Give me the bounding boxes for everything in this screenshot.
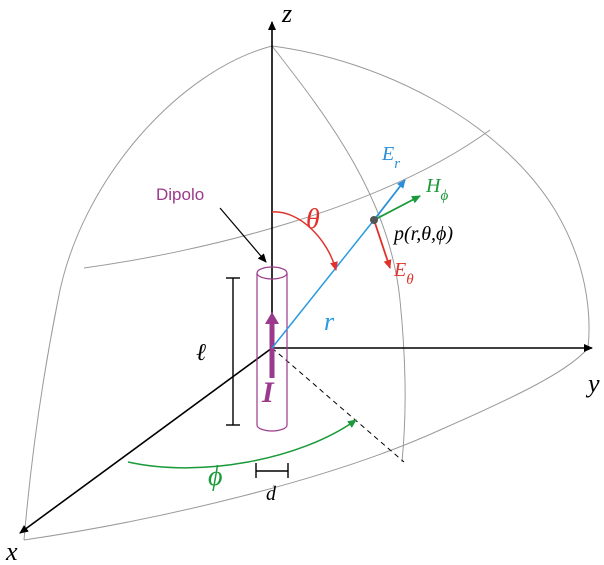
dipole-label: Dipolo <box>156 185 204 204</box>
sphere-wireframe <box>23 45 590 541</box>
diameter-label: d <box>266 483 277 505</box>
sphere-front-edge <box>23 347 589 541</box>
axes <box>19 21 593 534</box>
h-phi-label: Hϕ <box>425 175 448 204</box>
point-p <box>370 216 378 224</box>
e-r-label: Er <box>381 143 400 172</box>
sphere-outer-edge <box>23 45 273 541</box>
y-axis-label: y <box>585 369 600 398</box>
sphere-latitude-line <box>83 129 491 269</box>
x-axis-line <box>19 347 273 534</box>
projection-dashed-line <box>271 347 405 463</box>
dipole-pointer-arrow <box>219 207 267 263</box>
radius-label: r <box>324 307 335 336</box>
theta-label: θ <box>306 204 320 235</box>
x-axis-label: x <box>5 537 18 565</box>
diameter-bracket <box>255 463 289 478</box>
radius-line <box>271 219 375 349</box>
length-bracket <box>226 277 240 426</box>
current-label: I <box>261 376 275 409</box>
point-label: p(r,θ,ϕ) <box>392 223 453 245</box>
sphere-top-edge <box>271 45 590 349</box>
dipole-cylinder <box>256 266 288 432</box>
phi-label: ϕ <box>208 461 223 492</box>
e-r-vector <box>373 179 406 221</box>
sphere-meridian-line <box>271 45 406 463</box>
cylinder-bottom <box>256 424 288 432</box>
e-theta-vector <box>373 219 392 269</box>
h-phi-vector <box>373 195 421 221</box>
phi-arc <box>127 419 357 469</box>
z-axis-label: z <box>281 0 292 28</box>
length-label: ℓ <box>196 340 206 366</box>
e-theta-label: Eθ <box>393 259 414 288</box>
theta-arc <box>271 211 338 271</box>
